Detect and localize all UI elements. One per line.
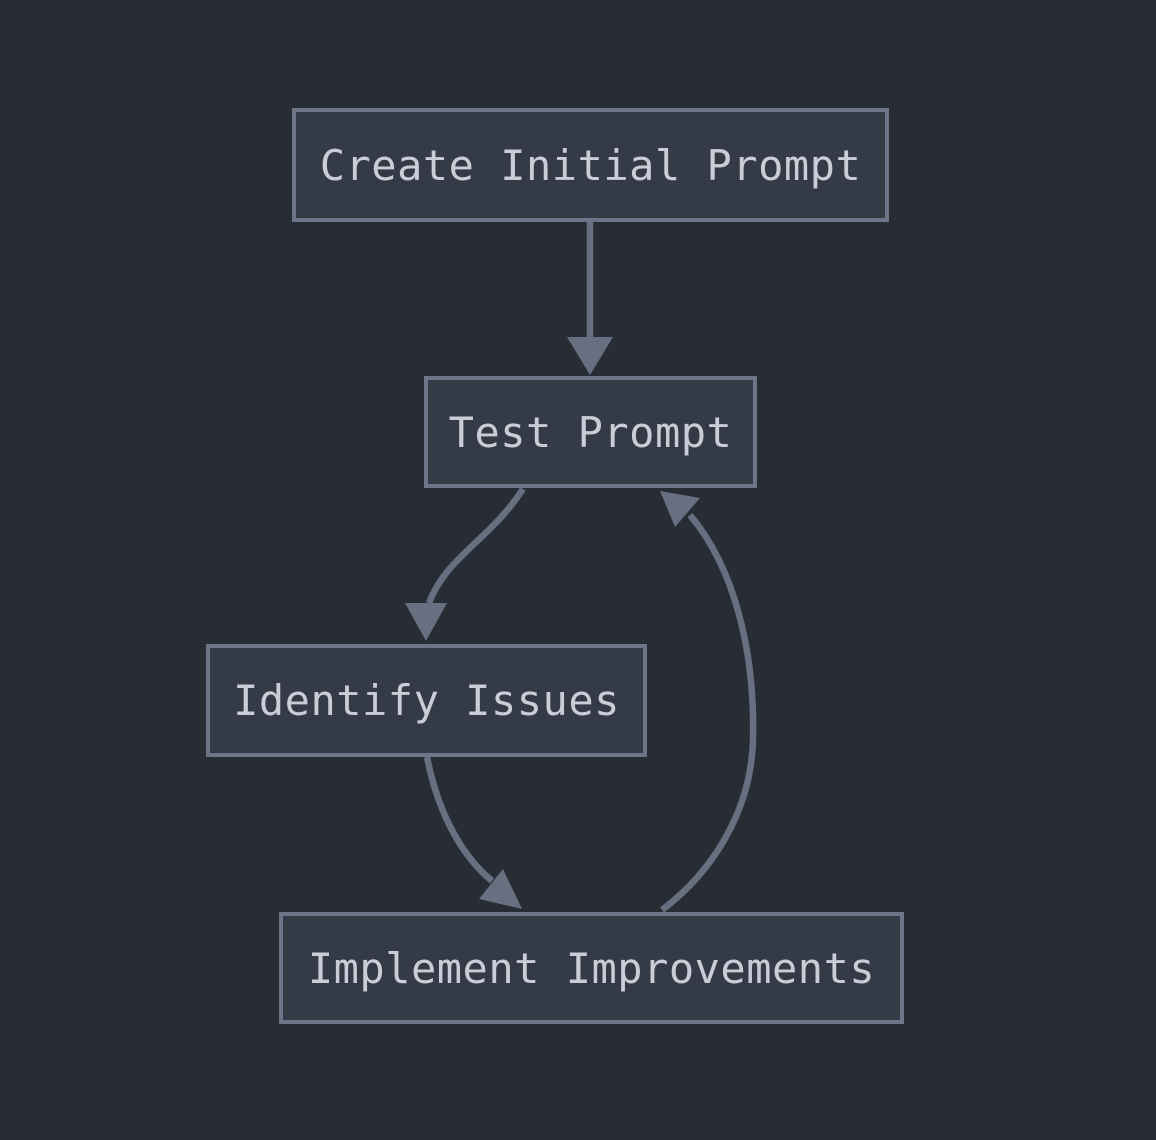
edge-implement-to-test [660,491,757,913]
arrowhead-up-left-icon [660,491,700,527]
arrowhead-down-icon [405,603,447,641]
edge-create-to-test [567,222,613,375]
node-label: Create Initial Prompt [319,140,862,190]
arrowhead-down-icon [567,337,613,375]
node-label: Test Prompt [448,407,733,457]
node-label: Identify Issues [233,676,620,725]
node-label: Implement Improvements [307,943,876,993]
edge-line [423,756,495,884]
edge-line [425,487,526,605]
node-implement-improvements: Implement Improvements [279,912,904,1024]
node-create-initial-prompt: Create Initial Prompt [292,108,889,222]
edge-line [660,512,757,913]
edge-test-to-identify [405,487,526,641]
arrowhead-down-right-icon [479,869,522,909]
node-identify-issues: Identify Issues [206,644,647,757]
edge-identify-to-implement [423,756,522,909]
node-test-prompt: Test Prompt [424,376,757,488]
